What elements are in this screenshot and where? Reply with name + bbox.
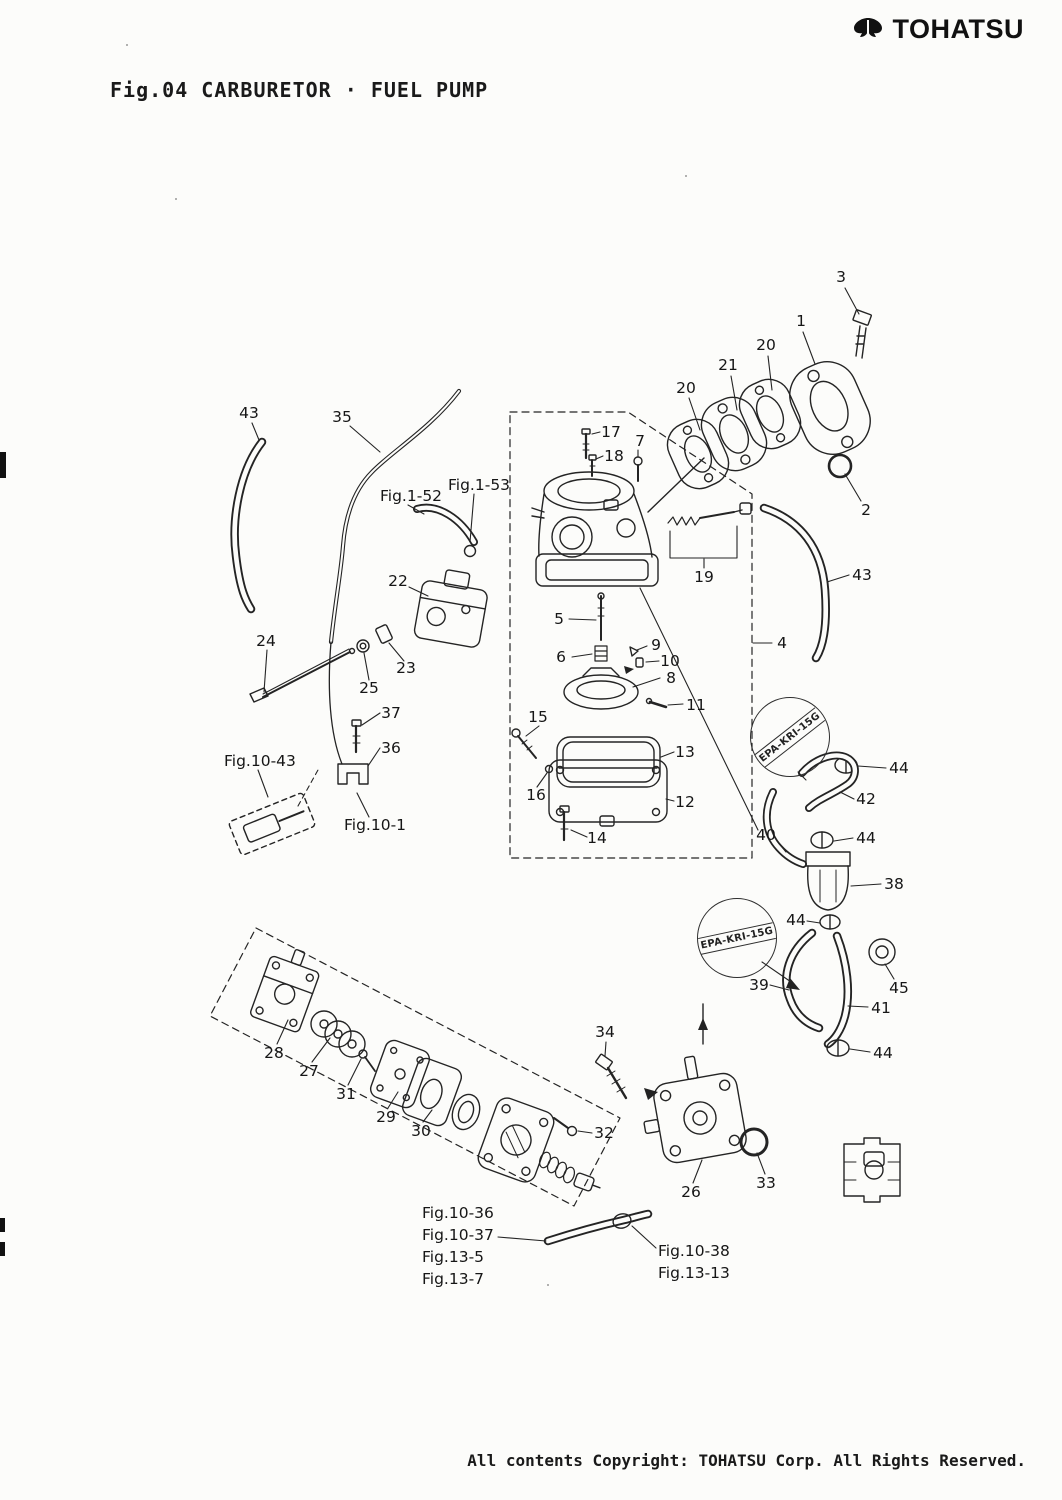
copyright-line: All contents Copyright: TOHATSU Corp. Al… (467, 1451, 1026, 1470)
page-title: Fig.04 CARBURETOR · FUEL PUMP (110, 78, 489, 102)
brand-name: TOHATSU (892, 14, 1024, 44)
brand-logo: TOHATSU (851, 14, 1025, 45)
tohatsu-logo-icon (853, 17, 882, 38)
